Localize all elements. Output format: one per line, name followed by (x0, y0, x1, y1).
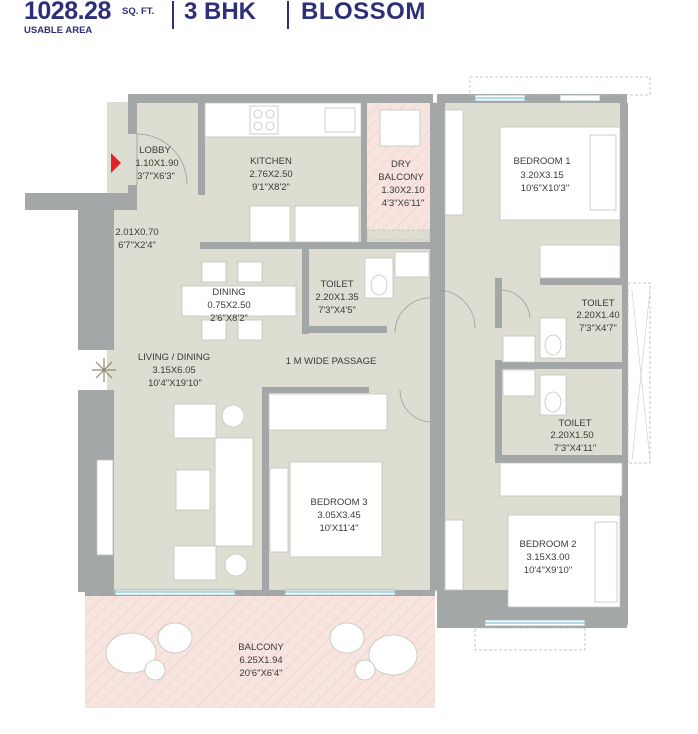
bhk-type: 3 BHK (184, 0, 257, 25)
room-dim-m: 3.15X6.05 (152, 365, 195, 376)
room-dim-m: 2.76X2.50 (249, 169, 292, 180)
room-dim-ft: 6'7"X2'4" (118, 240, 156, 251)
project-name: BLOSSOM (301, 0, 426, 25)
area-unit: SQ. FT. (122, 6, 155, 17)
room-dim-m: 3.15X3.00 (526, 552, 569, 563)
room-dim-ft: 7'3"X4'7" (579, 323, 617, 334)
room-dim-m: 1.30X2.10 (381, 185, 424, 196)
room-name: DRY (391, 159, 412, 170)
room-dim-m: 2.20X1.40 (576, 310, 619, 321)
kitchen-hob-burners (253, 109, 275, 131)
area-caption: USABLE AREA (24, 25, 93, 36)
room-labels: LOBBY 1.10X1.90 3'7"X6'3" KITCHEN 2.76X2… (115, 145, 619, 679)
room-name: DINING (212, 287, 245, 298)
room-dim-ft: 20'6"X6'4" (239, 668, 282, 679)
header-divider (287, 1, 289, 29)
window-glass (115, 97, 585, 624)
door-swings (136, 133, 531, 423)
service-shaft-hatch (631, 289, 651, 461)
room-dim-ft: 4'3"X6'11" (382, 198, 424, 209)
room-name: LOBBY (139, 145, 171, 156)
room-name: BEDROOM 1 (513, 156, 570, 167)
plant-icon (92, 358, 116, 382)
header-divider (172, 1, 174, 29)
room-name: KITCHEN (250, 156, 292, 167)
room-dim-ft: 10'X11'4" (319, 523, 358, 534)
room-name: LIVING / DINING (138, 352, 210, 363)
room-dim-ft: 10'4"X19'10" (148, 378, 202, 389)
room-name: BALCONY (378, 172, 424, 183)
room-dim-ft: 9'1"X8'2" (252, 182, 290, 193)
room-dim-ft: 10'6"X10'3" (521, 183, 569, 194)
room-name: BEDROOM 2 (519, 539, 576, 550)
room-dim-m: 2.20X1.35 (315, 292, 358, 303)
room-dim-m: 6.25X1.94 (239, 655, 282, 666)
room-dim-m: 2.01X0.70 (115, 227, 158, 238)
room-dim-m: 2.20X1.50 (550, 430, 593, 441)
room-dim-m: 0.75X2.50 (207, 300, 250, 311)
room-dim-m: 3.20X3.15 (520, 170, 563, 181)
toilet-bowls (370, 274, 562, 413)
room-dim-ft: 3'7"X6'3" (137, 171, 175, 182)
room-name: TOILET (581, 298, 614, 309)
room-dim-ft: 10'4"X9'10" (524, 565, 572, 576)
room-name: BALCONY (238, 642, 284, 653)
room-name: BEDROOM 3 (310, 497, 367, 508)
room-dim-m: 3.05X3.45 (317, 510, 360, 521)
dashed-outlines (366, 76, 651, 651)
usable-area-value: 1028.28 (24, 0, 111, 25)
room-dim-ft: 7'3"X4'5" (318, 305, 356, 316)
entry-arrow-icon (111, 153, 121, 173)
header: 1028.28 SQ. FT. USABLE AREA 3 BHK BLOSSO… (0, 0, 698, 44)
passage-label: 1 M WIDE PASSAGE (286, 356, 377, 367)
round-tables (221, 404, 248, 577)
furniture (96, 102, 623, 681)
room-dim-ft: 2'6"X8'2" (210, 313, 248, 324)
room-name: TOILET (320, 279, 353, 290)
room-name: TOILET (558, 418, 591, 429)
room-dim-m: 1.10X1.90 (135, 158, 178, 169)
room-dim-ft: 7'3"X4'11" (554, 443, 596, 454)
